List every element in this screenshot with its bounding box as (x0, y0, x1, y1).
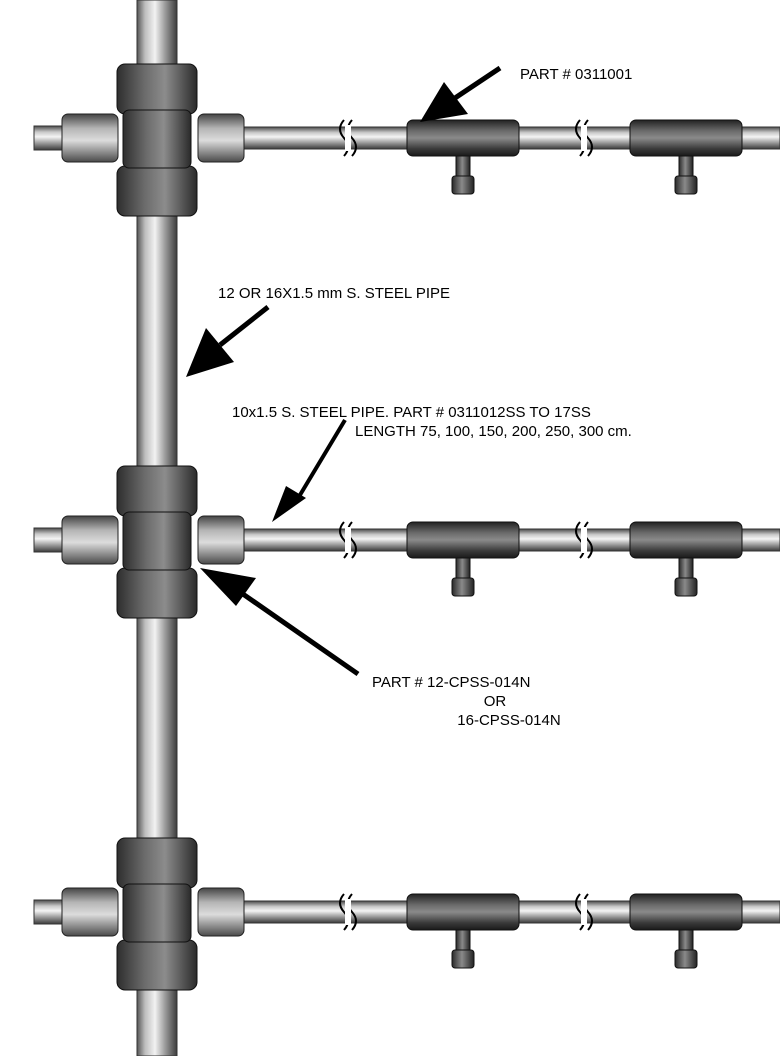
nozzle-body (406, 119, 520, 157)
nozzle-stem (455, 155, 471, 177)
nozzle-part-label: PART # 0311001 (520, 66, 632, 83)
compression-nut (116, 939, 198, 991)
arrow-icon (200, 568, 360, 677)
nozzle-tip (674, 949, 698, 969)
compression-nut (61, 887, 119, 937)
nozzle-stem (678, 557, 694, 579)
branch-pipe-label-line2: LENGTH 75, 100, 150, 200, 250, 300 cm. (355, 423, 632, 440)
cross-part-label-line1: PART # 12-CPSS-014N (372, 674, 530, 691)
compression-nut (116, 567, 198, 619)
nozzle-body (629, 893, 743, 931)
branch-row-2 (33, 465, 780, 619)
compression-nut (61, 515, 119, 565)
nozzle-stem (678, 929, 694, 951)
main-pipe-label: 12 OR 16X1.5 mm S. STEEL PIPE (218, 285, 450, 302)
arrow-icon (272, 418, 347, 522)
compression-nut (197, 887, 245, 937)
nozzle-stem (455, 929, 471, 951)
arrow-icon (186, 305, 270, 377)
nozzle-tip (451, 577, 475, 597)
cross-part-label-line2: OR (484, 693, 507, 710)
nozzle-body (629, 119, 743, 157)
compression-nut (116, 63, 198, 115)
nozzle-body (629, 521, 743, 559)
nozzle-stem (678, 155, 694, 177)
nozzle-tip (674, 577, 698, 597)
nozzle-tip (674, 175, 698, 195)
compression-nut (116, 837, 198, 889)
branch-row-3 (33, 837, 780, 991)
compression-nut (197, 113, 245, 163)
nozzle-tip (451, 175, 475, 195)
compression-nut (116, 465, 198, 517)
compression-nut (116, 165, 198, 217)
branch-pipe-label-line1: 10x1.5 S. STEEL PIPE. PART # 0311012SS T… (232, 404, 591, 421)
cross-body (122, 511, 192, 571)
nozzle-body (406, 893, 520, 931)
nozzle-stem (455, 557, 471, 579)
arrow-icon (420, 65, 502, 122)
compression-nut (197, 515, 245, 565)
cross-body (122, 109, 192, 169)
nozzle-body (406, 521, 520, 559)
compression-nut (61, 113, 119, 163)
cross-part-label-line3: 16-CPSS-014N (457, 712, 560, 729)
cross-body (122, 883, 192, 943)
nozzle-tip (451, 949, 475, 969)
branch-row-1 (33, 63, 780, 217)
